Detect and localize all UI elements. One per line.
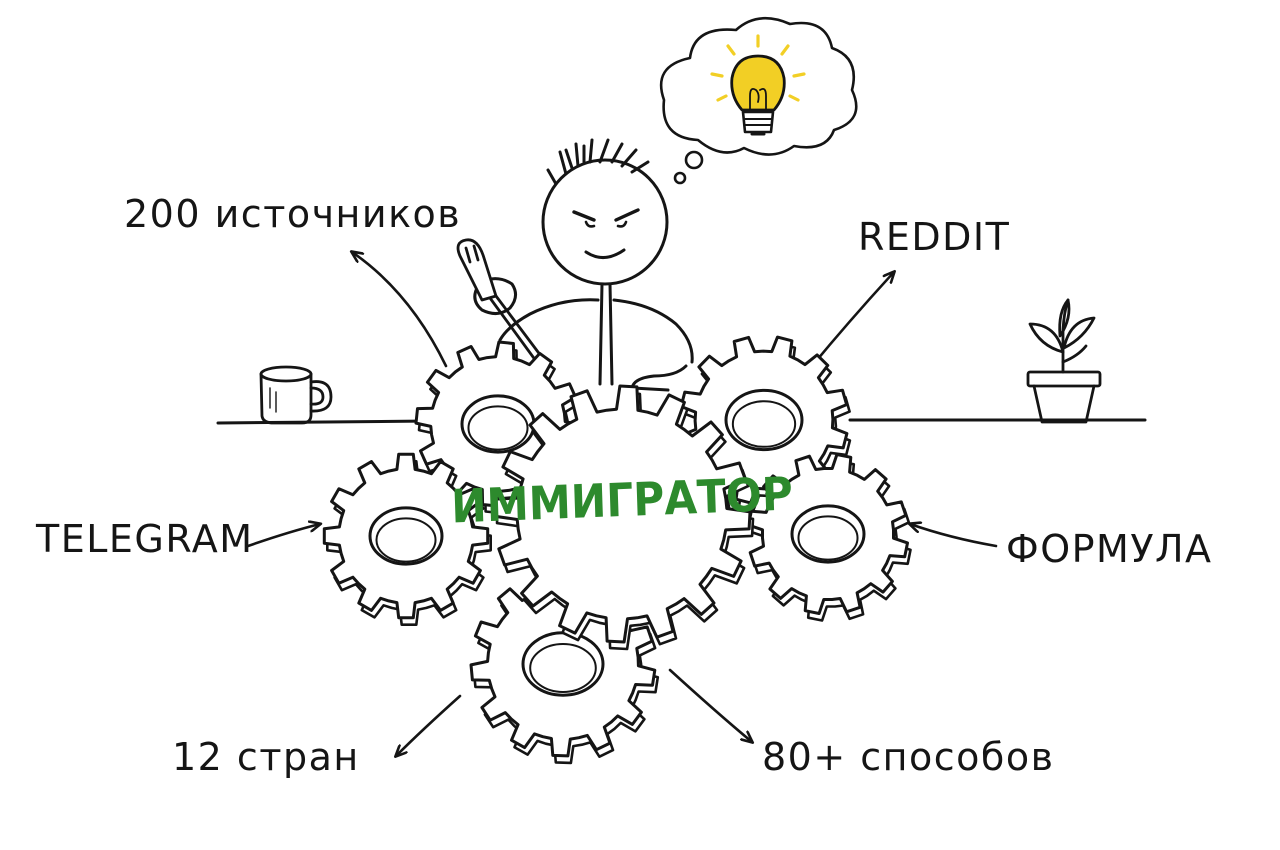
arrow-formula bbox=[910, 524, 998, 548]
arrow-reddit bbox=[810, 272, 894, 368]
arrow-sources bbox=[352, 252, 448, 368]
gear-center bbox=[492, 384, 755, 651]
gear-right bbox=[747, 453, 912, 622]
plant-pot-icon bbox=[1026, 298, 1102, 424]
label-reddit: REDDIT bbox=[858, 215, 1011, 259]
thought-bubble bbox=[659, 16, 858, 185]
label-methods: 80+ способов bbox=[762, 735, 1055, 779]
label-countries: 12 стран bbox=[172, 735, 360, 779]
gear-left bbox=[322, 452, 492, 626]
coffee-mug-icon bbox=[259, 365, 333, 425]
table-line bbox=[216, 418, 1147, 425]
stick-person bbox=[473, 138, 694, 392]
label-formula: ФОРМУЛА bbox=[1006, 527, 1213, 571]
center-label: ИММИГРАТОР bbox=[450, 466, 794, 534]
arrow-countries bbox=[396, 694, 462, 756]
arrow-telegram bbox=[246, 524, 320, 548]
arrow-methods bbox=[668, 668, 752, 742]
label-sources: 200 источников bbox=[124, 192, 462, 236]
gear-cluster bbox=[322, 335, 912, 765]
arrows bbox=[246, 252, 998, 756]
lightbulb-icon bbox=[710, 34, 806, 136]
label-telegram: TELEGRAM bbox=[36, 517, 254, 561]
